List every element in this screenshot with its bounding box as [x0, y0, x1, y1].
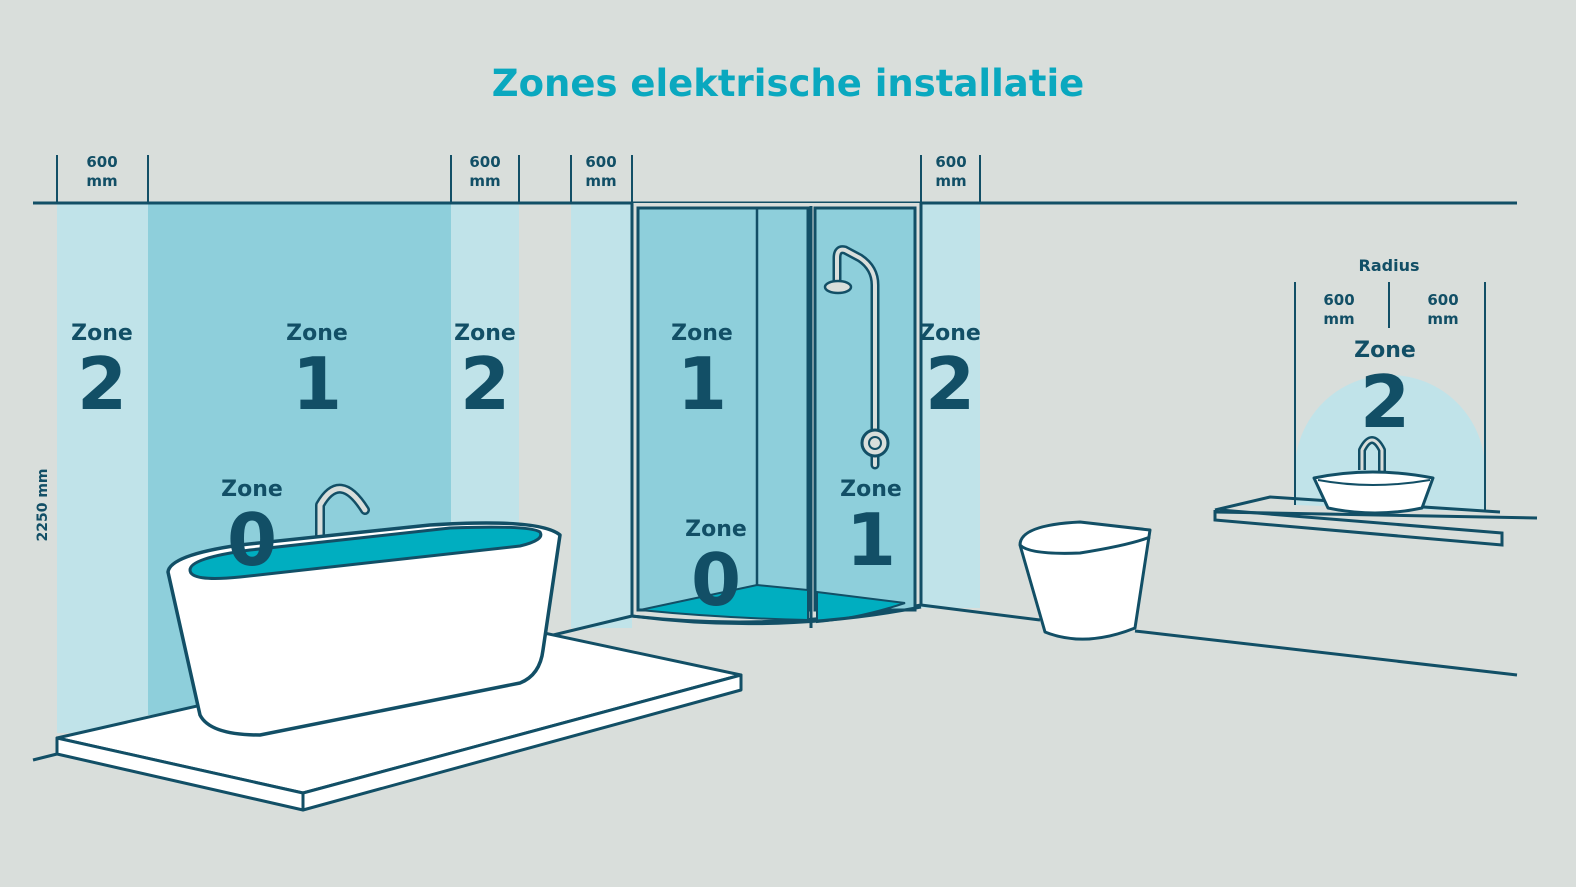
- zone-number-shower-right: 1: [845, 498, 897, 582]
- zone2-band-left: [57, 203, 148, 733]
- bathtub: [166, 483, 562, 737]
- zone-label-shower-left: Zone: [671, 321, 733, 346]
- zone-label-shower-right: Zone: [840, 477, 902, 502]
- zone-label-shower-floor: Zone: [685, 517, 747, 542]
- dimension-unit: mm: [86, 172, 118, 190]
- dimension-label-4: 600 mm: [911, 153, 991, 191]
- zone-number-bathtub: 0: [226, 498, 278, 582]
- dimension-unit: mm: [469, 172, 501, 190]
- zone-number-shower-left: 1: [676, 342, 728, 426]
- dimension-value: 600: [1323, 291, 1355, 309]
- sink-dimension-left: 600 mm: [1299, 291, 1379, 329]
- toilet: [1018, 520, 1152, 641]
- dimension-ticks: [56, 155, 1486, 512]
- zone-number-sink: 2: [1359, 360, 1411, 444]
- zone-number-shower-floor: 0: [690, 538, 742, 622]
- zone-number-bath-left: 2: [76, 342, 128, 426]
- zone-label-bathtub: Zone: [221, 477, 283, 502]
- dimension-value: 600: [585, 153, 617, 171]
- dimension-label-1: 600 mm: [62, 153, 142, 191]
- height-label: 2250 mm: [35, 468, 51, 542]
- dimension-unit: mm: [1323, 310, 1355, 328]
- zone-number-bath-right: 2: [459, 342, 511, 426]
- dimension-value: 600: [469, 153, 501, 171]
- dimension-value: 600: [935, 153, 967, 171]
- zone-label-shower-outside: Zone: [919, 321, 981, 346]
- zone-number-shower-outside: 2: [924, 342, 976, 426]
- zone-label-bath-left: Zone: [71, 321, 133, 346]
- zone-label-sink: Zone: [1354, 338, 1416, 363]
- dimension-unit: mm: [1427, 310, 1459, 328]
- zone2-band-bath-right: [451, 203, 519, 523]
- sink-dimension-right: 600 mm: [1403, 291, 1483, 329]
- radius-label: Radius: [1358, 256, 1420, 275]
- dimension-label-3: 600 mm: [561, 153, 641, 191]
- zone-label-bath-center: Zone: [286, 321, 348, 346]
- page-title: Zones elektrische installatie: [491, 62, 1085, 105]
- zone2-band-shower-left: [571, 203, 632, 628]
- zone-label-bath-right: Zone: [454, 321, 516, 346]
- dimension-label-2: 600 mm: [445, 153, 525, 191]
- shower-cabin: [630, 203, 923, 628]
- zone2-band-shower-right: [921, 203, 980, 608]
- dimension-value: 600: [86, 153, 118, 171]
- zone-number-bath-center: 1: [291, 342, 343, 426]
- dimension-value: 600: [1427, 291, 1459, 309]
- washbasin: [1312, 436, 1435, 515]
- dimension-unit: mm: [935, 172, 967, 190]
- dimension-unit: mm: [585, 172, 617, 190]
